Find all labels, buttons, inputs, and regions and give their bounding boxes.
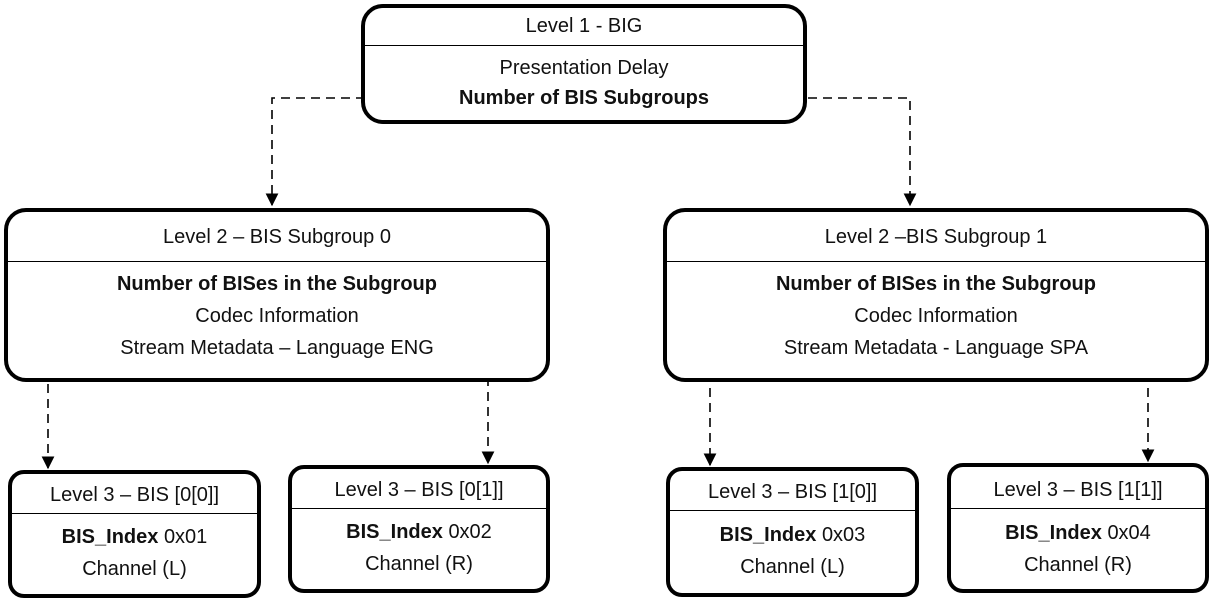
subgroup-0-title: Level 2 – BIS Subgroup 0 [8, 212, 546, 262]
arrow-big-to-subgroup-0 [265, 97, 440, 207]
big-title: Level 1 - BIG [365, 8, 803, 46]
bis-0-1-index-value: 0x02 [448, 521, 492, 543]
subgroup-0-box: Level 2 – BIS Subgroup 0 Number of BISes… [4, 208, 550, 382]
bis-1-1-channel: Channel (R) [1024, 554, 1132, 576]
subgroup-1-metadata-label: Stream Metadata - Language SPA [783, 337, 1089, 359]
bis-1-0-channel: Channel (L) [740, 556, 845, 578]
bis-0-0-index-label: BIS_Index [61, 526, 159, 548]
subgroup-1-box: Level 2 –BIS Subgroup 1 Number of BISes … [663, 208, 1209, 382]
bis-1-1-title: Level 3 – BIS [1[1]] [951, 467, 1205, 509]
subgroup-1-codec-label: Codec Information [854, 305, 1018, 327]
subgroup-0-codec-label: Codec Information [195, 305, 359, 327]
bis-1-0-title: Level 3 – BIS [1[0]] [670, 471, 915, 511]
bis-1-1-box: Level 3 – BIS [1[1]] BIS_Index 0x04 Chan… [947, 463, 1209, 593]
big-box: Level 1 - BIG Presentation Delay Number … [361, 4, 807, 124]
number-of-subgroups-label: Number of BIS Subgroups [459, 87, 709, 109]
bis-0-0-index-value: 0x01 [163, 526, 208, 548]
bis-0-1-channel: Channel (R) [365, 553, 473, 575]
bis-0-1-title: Level 3 – BIS [0[1]] [292, 469, 546, 509]
bis-0-1-box: Level 3 – BIS [0[1]] BIS_Index 0x02 Chan… [288, 465, 550, 593]
bis-1-0-index-label: BIS_Index [719, 524, 817, 546]
bis-0-1-index-label: BIS_Index [346, 521, 443, 543]
subgroup-1-title: Level 2 –BIS Subgroup 1 [667, 212, 1205, 262]
bis-0-0-box: Level 3 – BIS [0[0]] BIS_Index 0x01 Chan… [8, 470, 261, 598]
bis-1-0-index-value: 0x03 [821, 524, 866, 546]
bis-1-0-box: Level 3 – BIS [1[0]] BIS_Index 0x03 Chan… [666, 467, 919, 597]
presentation-delay-label: Presentation Delay [499, 57, 669, 79]
bis-1-1-index-value: 0x04 [1107, 522, 1151, 544]
bis-1-1-index-label: BIS_Index [1005, 522, 1102, 544]
subgroup-0-bises-count-label: Number of BISes in the Subgroup [116, 273, 437, 295]
subgroup-1-bises-count-label: Number of BISes in the Subgroup [775, 273, 1096, 295]
bis-0-0-title: Level 3 – BIS [0[0]] [12, 474, 257, 514]
bis-0-0-channel: Channel (L) [82, 558, 187, 580]
subgroup-0-metadata-label: Stream Metadata – Language ENG [120, 337, 434, 359]
